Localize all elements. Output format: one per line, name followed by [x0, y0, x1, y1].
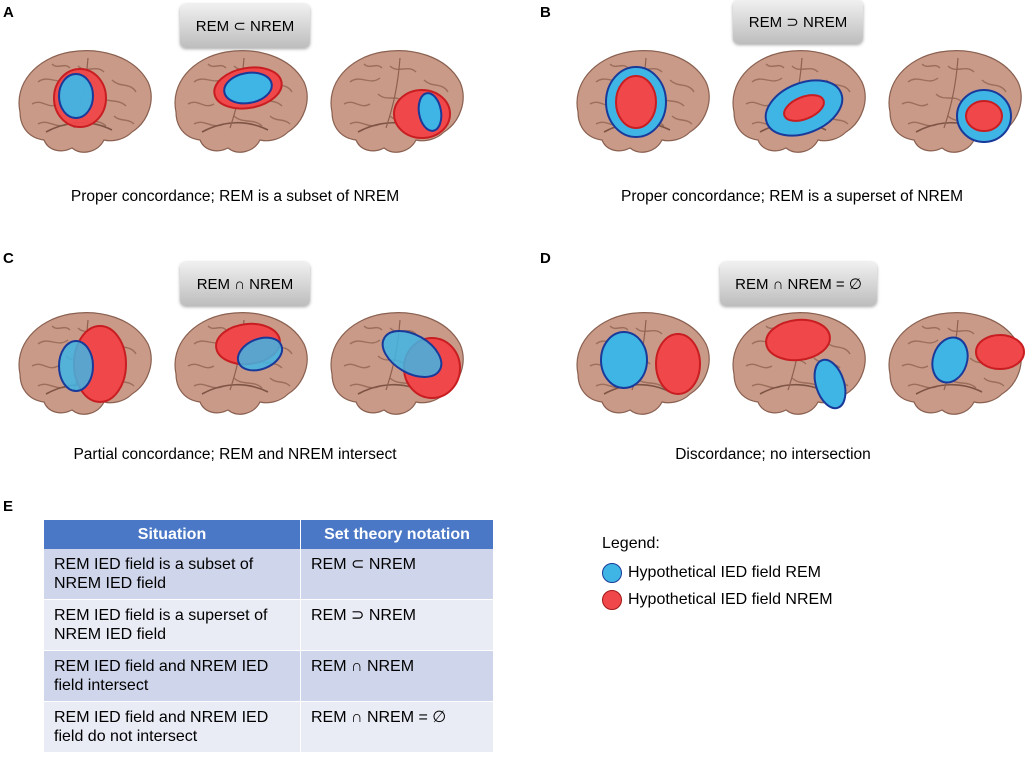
brain-image [164, 44, 312, 162]
table-header-row: Situation Set theory notation [44, 520, 494, 549]
panel-b-notation: REM ⊃ NREM [733, 0, 863, 44]
panel-d-letter: D [540, 250, 551, 267]
panel-d-caption: Discordance; no intersection [675, 446, 871, 463]
notation-cell: REM ∩ NREM [300, 650, 494, 702]
brain-image [8, 306, 156, 424]
brain-image [878, 306, 1025, 424]
panel-b-brains [566, 44, 1026, 162]
header-notation: Set theory notation [300, 520, 494, 549]
panel-a-notation: REM ⊂ NREM [180, 4, 310, 48]
panel-c-caption: Partial concordance; REM and NREM inters… [73, 446, 397, 463]
panel-b-caption: Proper concordance; REM is a superset of… [621, 188, 963, 205]
brain-image [566, 306, 714, 424]
table-row: REM IED field and NREM IED field do not … [44, 701, 494, 753]
notation-cell: REM ⊂ NREM [300, 549, 494, 600]
legend-label-nrem: Hypothetical IED field NREM [628, 591, 833, 608]
panel-a-brains [8, 44, 468, 162]
panel-a-caption: Proper concordance; REM is a subset of N… [70, 188, 400, 205]
legend-item-rem: Hypothetical IED field REM [602, 563, 833, 583]
panel-a-letter: A [3, 4, 14, 21]
panel-d-brains [566, 306, 1026, 424]
header-situation: Situation [44, 520, 301, 549]
table-row: REM IED field is a subset of NREM IED fi… [44, 549, 494, 600]
situation-cell: REM IED field and NREM IED field do not … [44, 701, 301, 753]
brain-image [8, 44, 156, 162]
nrem-circle-icon [602, 590, 622, 610]
situation-cell: REM IED field is a subset of NREM IED fi… [44, 549, 301, 600]
legend: Legend: Hypothetical IED field REM Hypot… [602, 535, 833, 617]
brain-image [566, 44, 714, 162]
panel-c-letter: C [3, 250, 14, 267]
brain-image [164, 306, 312, 424]
panel-d-notation: REM ∩ NREM = ∅ [720, 262, 877, 306]
panel-c-brains [8, 306, 468, 424]
brain-image [320, 44, 468, 162]
brain-image [722, 306, 870, 424]
set-theory-table: Situation Set theory notation REM IED fi… [44, 520, 494, 753]
legend-item-nrem: Hypothetical IED field NREM [602, 590, 833, 610]
rem-circle-icon [602, 563, 622, 583]
brain-image [878, 44, 1026, 162]
legend-title: Legend: [602, 535, 660, 552]
brain-image [320, 306, 468, 424]
panel-c-notation: REM ∩ NREM [180, 262, 310, 306]
situation-cell: REM IED field is a superset of NREM IED … [44, 599, 301, 651]
legend-label-rem: Hypothetical IED field REM [628, 564, 821, 581]
brain-image [722, 44, 870, 162]
situation-cell: REM IED field and NREM IED field interse… [44, 650, 301, 702]
notation-cell: REM ∩ NREM = ∅ [300, 701, 494, 753]
table-row: REM IED field and NREM IED field interse… [44, 650, 494, 702]
panel-b-letter: B [540, 4, 551, 21]
table-row: REM IED field is a superset of NREM IED … [44, 599, 494, 651]
panel-e-letter: E [3, 498, 14, 515]
notation-cell: REM ⊃ NREM [300, 599, 494, 651]
